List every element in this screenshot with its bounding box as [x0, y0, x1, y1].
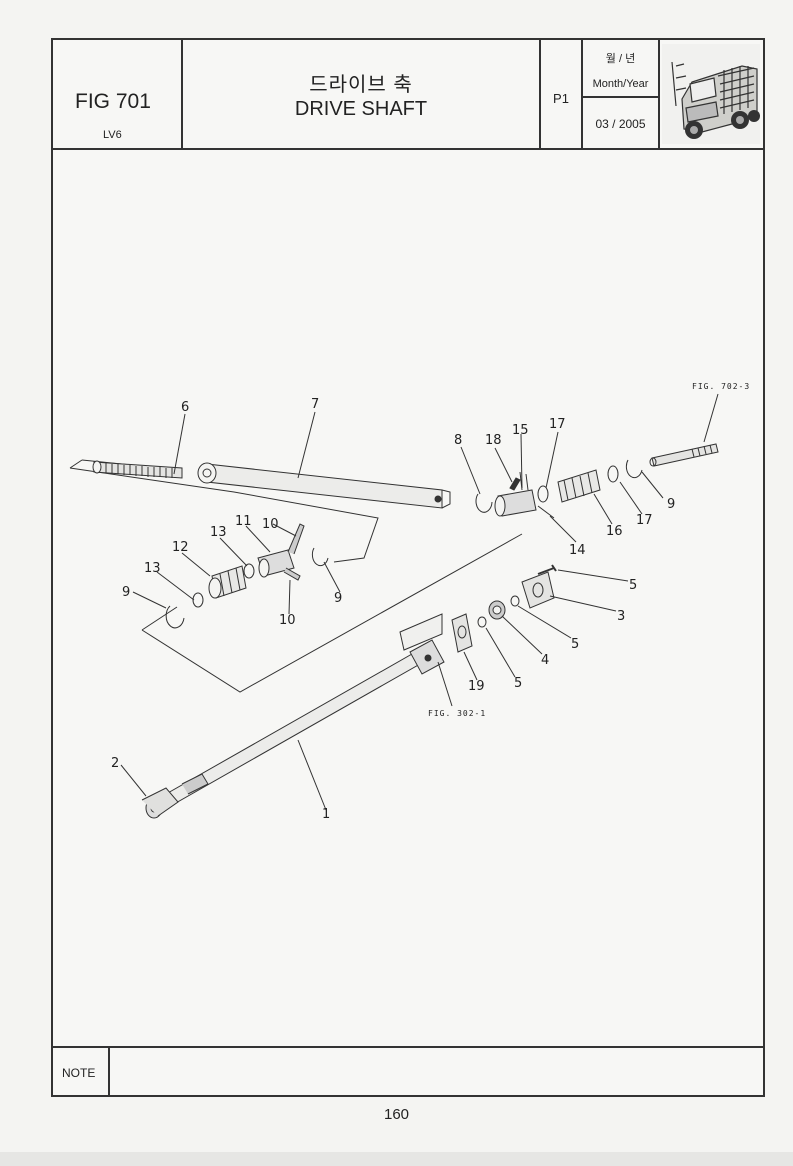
- fig-cell: FIG 701 LV6: [53, 40, 183, 148]
- callout-label: 10: [279, 613, 296, 628]
- date-header: 월 / 년 Month/Year: [583, 40, 658, 98]
- callout-label: 6: [181, 400, 189, 415]
- note-label-cell: NOTE: [53, 1048, 110, 1097]
- callout-label: 8: [454, 433, 462, 448]
- callout-label: 14: [569, 543, 586, 558]
- date-cell: 월 / 년 Month/Year 03 / 2005: [583, 40, 660, 148]
- callout-label: 9: [667, 497, 675, 512]
- callout-label: 5: [629, 578, 637, 593]
- callout-label: 9: [334, 591, 342, 606]
- reference-label: FIG. 302-1: [428, 709, 486, 718]
- callout-label: 12: [172, 540, 189, 555]
- title-korean: 드라이브 축: [309, 74, 413, 96]
- callout-label: 13: [144, 561, 161, 576]
- date-label-english: Month/Year: [592, 78, 649, 90]
- callout-label: 5: [514, 676, 522, 691]
- note-row: NOTE: [53, 1046, 763, 1097]
- truck-illustration-icon: [662, 44, 760, 144]
- callout-label: 10: [262, 517, 279, 532]
- date-value: 03 / 2005: [595, 117, 646, 131]
- title-cell: 드라이브 축 DRIVE SHAFT: [183, 40, 541, 148]
- callout-label: 18: [485, 433, 502, 448]
- callout-label: 15: [512, 423, 529, 438]
- callout-label: 9: [122, 585, 130, 600]
- callout-label: 16: [606, 524, 623, 539]
- exploded-view-diagram: 6 7 8 18 15 17 16 17 9 14 12 13 11 10 13…: [69, 382, 750, 822]
- thumbnail-cell: [660, 40, 763, 148]
- callout-label: 13: [210, 525, 227, 540]
- callout-label: 17: [549, 417, 566, 432]
- scan-edge: [0, 1152, 793, 1166]
- sheet-number: P1: [553, 91, 569, 106]
- page-cell: P1: [541, 40, 583, 148]
- callout-label: 11: [235, 514, 252, 529]
- page-number: 160: [383, 1106, 410, 1123]
- model-code: LV6: [103, 129, 122, 141]
- title-english: DRIVE SHAFT: [294, 98, 428, 120]
- callout-label: 4: [541, 653, 549, 668]
- title-block: FIG 701 LV6 드라이브 축 DRIVE SHAFT P1 월 / 년 …: [53, 40, 763, 150]
- callout-label: 1: [322, 807, 330, 822]
- callout-label: 7: [311, 397, 319, 412]
- reference-label: FIG. 702-3: [692, 382, 750, 391]
- callout-label: 2: [111, 756, 119, 771]
- date-label-korean: 월 / 년: [605, 53, 636, 65]
- note-label: NOTE: [62, 1066, 96, 1080]
- callout-label: 3: [617, 609, 625, 624]
- callout-label: 5: [571, 637, 579, 652]
- callout-label: 19: [468, 679, 485, 694]
- fig-number: FIG 701: [75, 90, 151, 113]
- callout-label: 17: [636, 513, 653, 528]
- page-frame: FIG 701 LV6 드라이브 축 DRIVE SHAFT P1 월 / 년 …: [51, 38, 765, 1097]
